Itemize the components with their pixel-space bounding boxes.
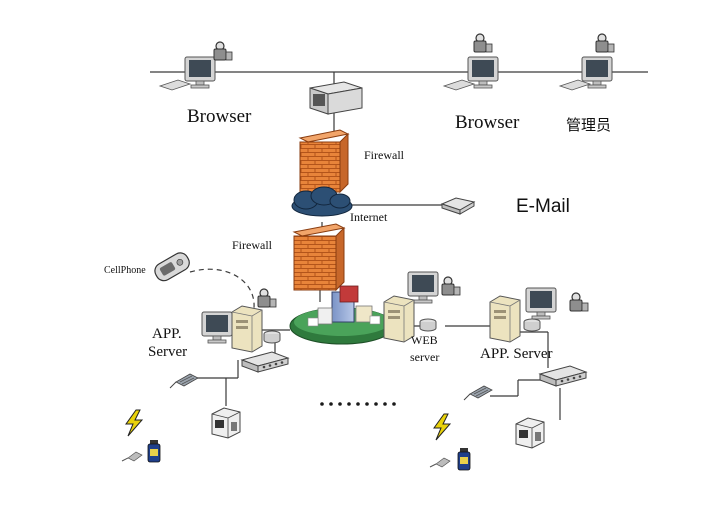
internet-cloud-icon: [291, 186, 353, 217]
hub-left-icon: [241, 351, 289, 373]
app-server-right-label: APP. Server: [480, 346, 553, 362]
email-label: E-Mail: [516, 196, 570, 217]
wireless-link: [189, 268, 255, 309]
app-server-left-disk-icon: [263, 330, 281, 344]
app-server-right-lock-icon: [569, 292, 589, 312]
cellphone-label: CellPhone: [104, 265, 146, 276]
web-server-label-line2: server: [410, 350, 440, 364]
browser-right-keyboard-icon: [443, 79, 475, 91]
web-server-label-line1: WEB: [411, 333, 438, 347]
bottle-right-icon: [457, 447, 471, 471]
bottle-left-icon: [147, 439, 161, 463]
gateway-server-icon: [309, 81, 363, 115]
printer-left-icon: [211, 407, 241, 439]
plug-small-left-icon: [121, 451, 143, 462]
app-server-left-label-line1: APP.: [152, 326, 182, 342]
app-server-left-pc-icon: [201, 311, 233, 344]
app-server-right-tower-icon: [489, 295, 521, 343]
email-device-icon: [440, 197, 476, 215]
admin-label: 管理员: [566, 118, 612, 134]
internet-label: Internet: [350, 210, 388, 224]
web-server-tower-icon: [383, 295, 415, 343]
plug-right-icon: [463, 385, 493, 401]
browser-right-lock-icon: [473, 33, 493, 53]
browser-left-keyboard-icon: [159, 79, 191, 91]
browser-left-lock-icon: [213, 41, 233, 61]
lightning-right-icon: [433, 413, 451, 441]
firewall-top-label: Firewall: [364, 148, 404, 162]
browser-left-label: Browser: [187, 106, 252, 127]
web-server-lock-icon: [441, 276, 461, 296]
firewall-bottom-icon: [292, 223, 346, 292]
firewall-bottom-label: Firewall: [232, 238, 272, 252]
printer-right-icon: [515, 417, 545, 449]
firewall-top-icon: [298, 129, 350, 194]
plug-left-icon: [169, 373, 199, 389]
browser-right-label: Browser: [455, 112, 520, 133]
web-server-pc-icon: [407, 271, 439, 304]
app-server-right-pc-icon: [525, 287, 557, 320]
app-server-left-tower-icon: [231, 305, 263, 353]
lightning-left-icon: [125, 409, 143, 437]
app-server-left-lock-icon: [257, 288, 277, 308]
plug-small-right-icon: [429, 457, 451, 468]
browser-left-pc-icon: [184, 56, 216, 89]
web-server-disk-icon: [419, 318, 437, 332]
admin-lock-icon: [595, 33, 615, 53]
app-server-left-label-line2: Server: [148, 344, 188, 360]
app-server-right-disk-icon: [523, 318, 541, 332]
cellphone-icon: [154, 252, 190, 282]
ellipsis-dots: [320, 402, 396, 406]
hub-right-icon: [539, 365, 587, 387]
campus-network-icon: [289, 285, 395, 345]
